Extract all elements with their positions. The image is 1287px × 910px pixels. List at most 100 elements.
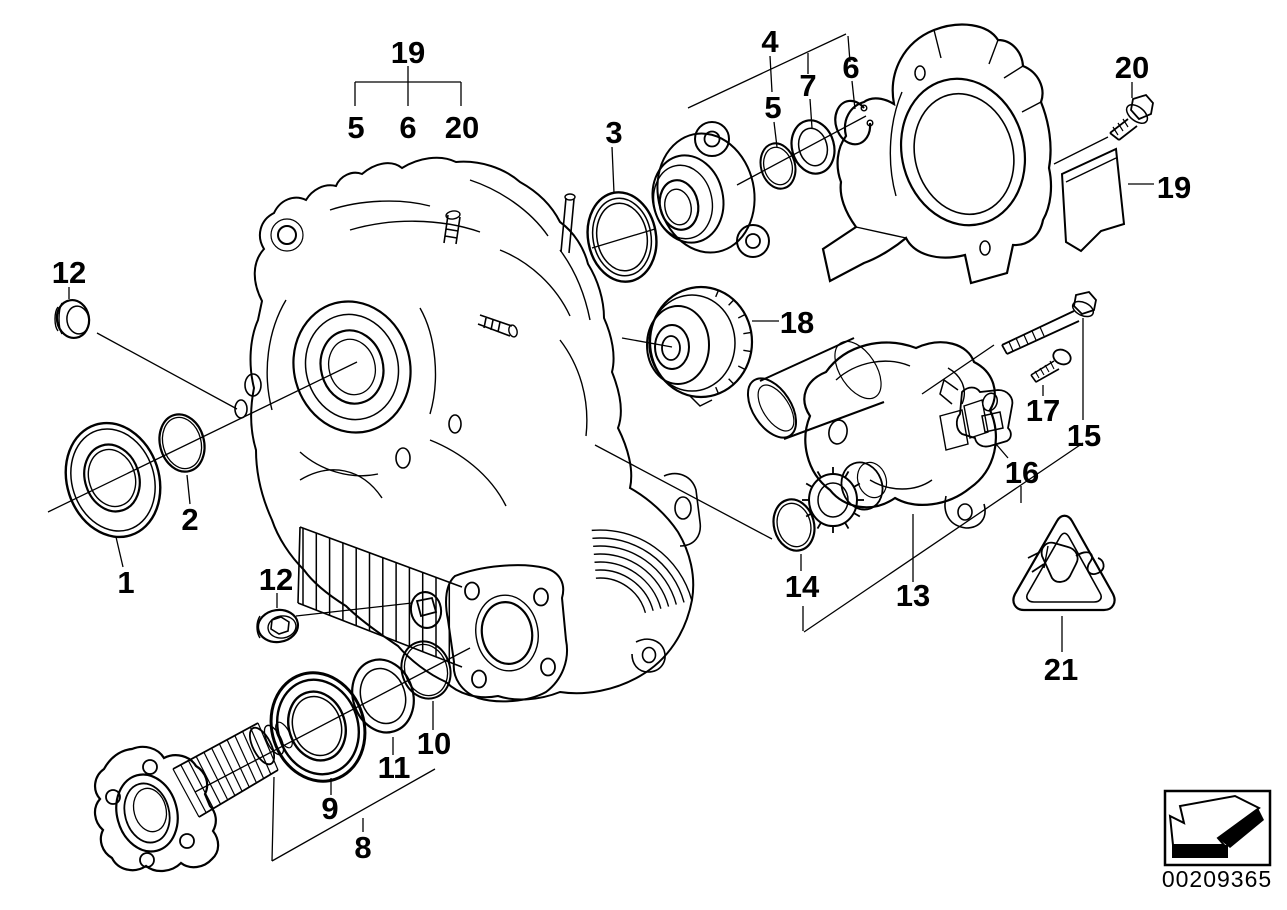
callout-17[interactable]: 17 bbox=[1026, 393, 1060, 428]
part-12-plug-top bbox=[54, 298, 91, 340]
flange-bolt-hole bbox=[533, 587, 549, 607]
part-20-bolt bbox=[1109, 93, 1154, 141]
housing-bore-outer bbox=[292, 300, 412, 434]
callout-4[interactable]: 4 bbox=[761, 24, 779, 59]
gear-tooth bbox=[844, 522, 850, 530]
callout-12-bottom[interactable]: 12 bbox=[259, 562, 293, 597]
small-hole bbox=[244, 373, 262, 397]
part-15-bolt bbox=[1001, 291, 1097, 355]
casting-line bbox=[419, 307, 437, 415]
callout-10[interactable]: 10 bbox=[417, 726, 451, 761]
leader-14 bbox=[594, 444, 804, 631]
casting-line bbox=[469, 179, 549, 237]
leader-5 bbox=[773, 121, 778, 148]
callout-7[interactable]: 7 bbox=[799, 68, 816, 103]
callout-6-group[interactable]: 6 bbox=[399, 110, 416, 145]
pinion-gear bbox=[808, 473, 858, 527]
drum-fin-arc bbox=[595, 577, 647, 614]
callout-19[interactable]: 19 bbox=[1157, 170, 1191, 205]
direction-arrow-box[interactable] bbox=[1163, 789, 1272, 867]
centerline-3 bbox=[591, 228, 656, 249]
callout-9[interactable]: 9 bbox=[321, 791, 338, 826]
callout-1[interactable]: 1 bbox=[117, 565, 134, 600]
centerline-18 bbox=[621, 337, 673, 348]
drum-fin-arc bbox=[594, 561, 662, 609]
gear-tooth bbox=[853, 512, 861, 518]
callout-14[interactable]: 14 bbox=[785, 569, 820, 604]
leader-lines bbox=[47, 33, 1154, 862]
part-10-snap-ring bbox=[400, 640, 452, 700]
gear-tooth bbox=[816, 470, 822, 478]
spline-line bbox=[241, 731, 265, 779]
leader-3 bbox=[611, 146, 615, 194]
callout-13[interactable]: 13 bbox=[896, 578, 930, 613]
drum-fin-arc bbox=[592, 537, 685, 603]
ear-boss bbox=[270, 218, 304, 252]
spline-line bbox=[218, 743, 243, 792]
drum-fin-arc bbox=[595, 569, 654, 611]
diagram-id-number: 00209365 bbox=[1162, 866, 1272, 892]
vane-line bbox=[737, 365, 746, 371]
part-19-bracket bbox=[821, 23, 1053, 285]
spline-line bbox=[226, 739, 250, 788]
callout-6b[interactable]: 6 bbox=[842, 50, 859, 85]
housing-drawing bbox=[234, 156, 702, 703]
cooling-fins bbox=[302, 528, 451, 663]
callout-5-group[interactable]: 5 bbox=[347, 110, 364, 145]
ear-bolt-hole bbox=[277, 225, 297, 245]
callout-5[interactable]: 5 bbox=[764, 90, 781, 125]
leader-12-bottom bbox=[276, 593, 413, 617]
callout-8[interactable]: 8 bbox=[354, 830, 371, 865]
drum-foot-hole bbox=[641, 646, 657, 664]
callout-18[interactable]: 18 bbox=[780, 305, 814, 340]
callout-20[interactable]: 20 bbox=[1115, 50, 1149, 85]
callout-11[interactable]: 11 bbox=[378, 750, 411, 785]
stud bbox=[443, 210, 461, 245]
spline-teeth bbox=[172, 722, 279, 818]
housing-outline bbox=[249, 156, 695, 701]
part-13-actuator-motor bbox=[746, 337, 997, 533]
drum-boss bbox=[663, 472, 702, 547]
drum-fin-arc bbox=[593, 553, 670, 607]
part-21-warning-label bbox=[1012, 514, 1116, 612]
callout-3[interactable]: 3 bbox=[605, 115, 622, 150]
part-19-cover-plate bbox=[1060, 147, 1126, 253]
leader-1 bbox=[115, 536, 124, 568]
callout-12-top[interactable]: 12 bbox=[52, 255, 86, 290]
spline-line bbox=[172, 768, 200, 818]
callout-15[interactable]: 15 bbox=[1067, 418, 1101, 453]
part-12-plug-bottom bbox=[256, 608, 300, 644]
leader-7 bbox=[809, 98, 813, 129]
warning-triangle-icon bbox=[1012, 514, 1116, 612]
housing-bore-hole bbox=[327, 338, 377, 396]
leader-20 bbox=[1053, 82, 1133, 165]
casting-line bbox=[299, 451, 379, 477]
casting-line bbox=[299, 469, 383, 499]
callout-16[interactable]: 16 bbox=[1005, 455, 1039, 490]
callout-20-group[interactable]: 20 bbox=[445, 110, 479, 145]
callout-2[interactable]: 2 bbox=[181, 502, 198, 537]
leader-15 bbox=[921, 318, 1084, 420]
drain-plug-boss bbox=[409, 591, 443, 629]
casting-line bbox=[329, 200, 431, 211]
fin-block-edge bbox=[297, 526, 463, 668]
mounting-ear bbox=[944, 495, 986, 529]
casting-line bbox=[559, 249, 591, 321]
spline-line bbox=[195, 756, 222, 805]
part-8-output-flange bbox=[93, 721, 293, 873]
callout-19-group[interactable]: 19 bbox=[391, 35, 425, 70]
output-flange-face bbox=[445, 564, 568, 703]
group-line-13-15 bbox=[803, 442, 1084, 633]
spline-line bbox=[180, 764, 207, 814]
flange-bolt-hole bbox=[464, 581, 480, 601]
housing-bore-ring bbox=[304, 313, 400, 421]
axis-line-output bbox=[194, 647, 471, 793]
part-2-o-ring bbox=[158, 413, 206, 473]
casting-line bbox=[429, 439, 507, 507]
group-19-bracket-lines bbox=[354, 66, 462, 106]
electrical-plug-icon bbox=[1027, 541, 1105, 583]
callout-21[interactable]: 21 bbox=[1044, 652, 1078, 687]
small-hole bbox=[395, 447, 411, 469]
